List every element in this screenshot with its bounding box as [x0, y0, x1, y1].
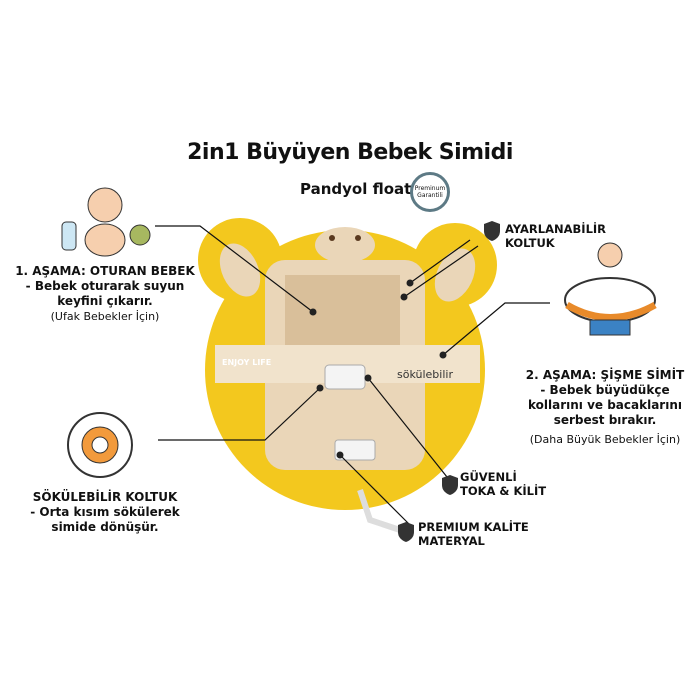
- callout-lines: [155, 225, 550, 526]
- removable-label: sökülebilir: [397, 368, 453, 381]
- child-with-ring-icon: [564, 242, 657, 336]
- strap-text: ENJOY LIFE: [222, 358, 272, 367]
- page-title: 2in1 Büyüyen Bebek Simidi: [187, 140, 513, 165]
- removable-seat-icon: [67, 412, 133, 478]
- baby-icon: [61, 187, 151, 257]
- brand-name: Pandyol float: [300, 180, 412, 198]
- stage1-text: 1. AŞAMA: OTURAN BEBEK - Bebek oturarak …: [15, 264, 195, 323]
- shield-icon: [398, 221, 500, 542]
- stage2-text: 2. AŞAMA: ŞİŞME SİMİT - Bebek büyüdükçe …: [525, 368, 685, 446]
- removable-seat-text: SÖKÜLEBİLİR KOLTUK - Orta kısım sökülere…: [30, 490, 180, 534]
- float-image: [198, 218, 497, 533]
